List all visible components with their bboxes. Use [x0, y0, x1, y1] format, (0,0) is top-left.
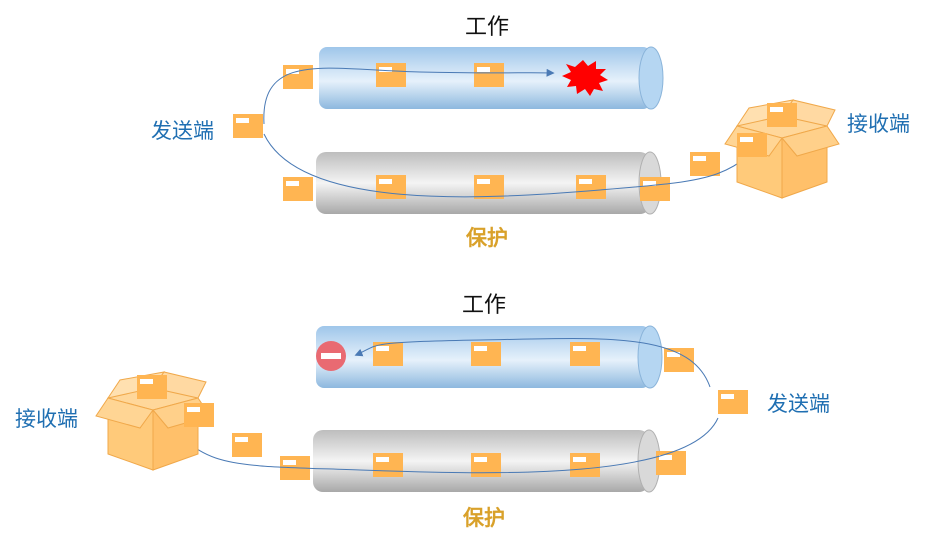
protect-label: 保护 — [462, 506, 505, 530]
protect-path-arrow — [263, 120, 784, 198]
receiver-label: 接收端 — [847, 112, 910, 136]
packet — [474, 175, 504, 199]
packet — [690, 152, 720, 176]
fault-icon — [562, 60, 608, 96]
packet — [376, 175, 406, 199]
working-label: 工作 — [462, 293, 506, 318]
packet — [737, 133, 767, 157]
sender-label: 发送端 — [151, 119, 214, 143]
packet — [640, 177, 670, 201]
receiver-label: 接收端 — [15, 407, 78, 431]
packet — [767, 103, 797, 127]
packet — [656, 451, 686, 475]
packet — [471, 453, 501, 477]
packet — [376, 63, 406, 87]
packet — [283, 65, 313, 89]
working-label: 工作 — [465, 15, 509, 40]
packet — [718, 390, 748, 414]
packet — [283, 177, 313, 201]
working-path-arrow — [263, 67, 555, 125]
protect-path-arrow — [157, 403, 719, 474]
blocked-icon — [316, 341, 346, 371]
packet — [570, 453, 600, 477]
panel-1: 工作 发送端 接收 — [151, 15, 910, 250]
packet — [373, 453, 403, 477]
packet — [184, 403, 214, 427]
sender-label: 发送端 — [767, 392, 830, 416]
packet — [474, 63, 504, 87]
packet — [570, 342, 600, 366]
packet — [137, 375, 167, 399]
packet — [471, 342, 501, 366]
panel-2: 工作 — [15, 293, 830, 530]
working-path-arrow — [354, 337, 711, 388]
protect-label: 保护 — [465, 226, 508, 250]
packet — [232, 433, 262, 457]
packet — [576, 175, 606, 199]
packet — [233, 114, 263, 138]
